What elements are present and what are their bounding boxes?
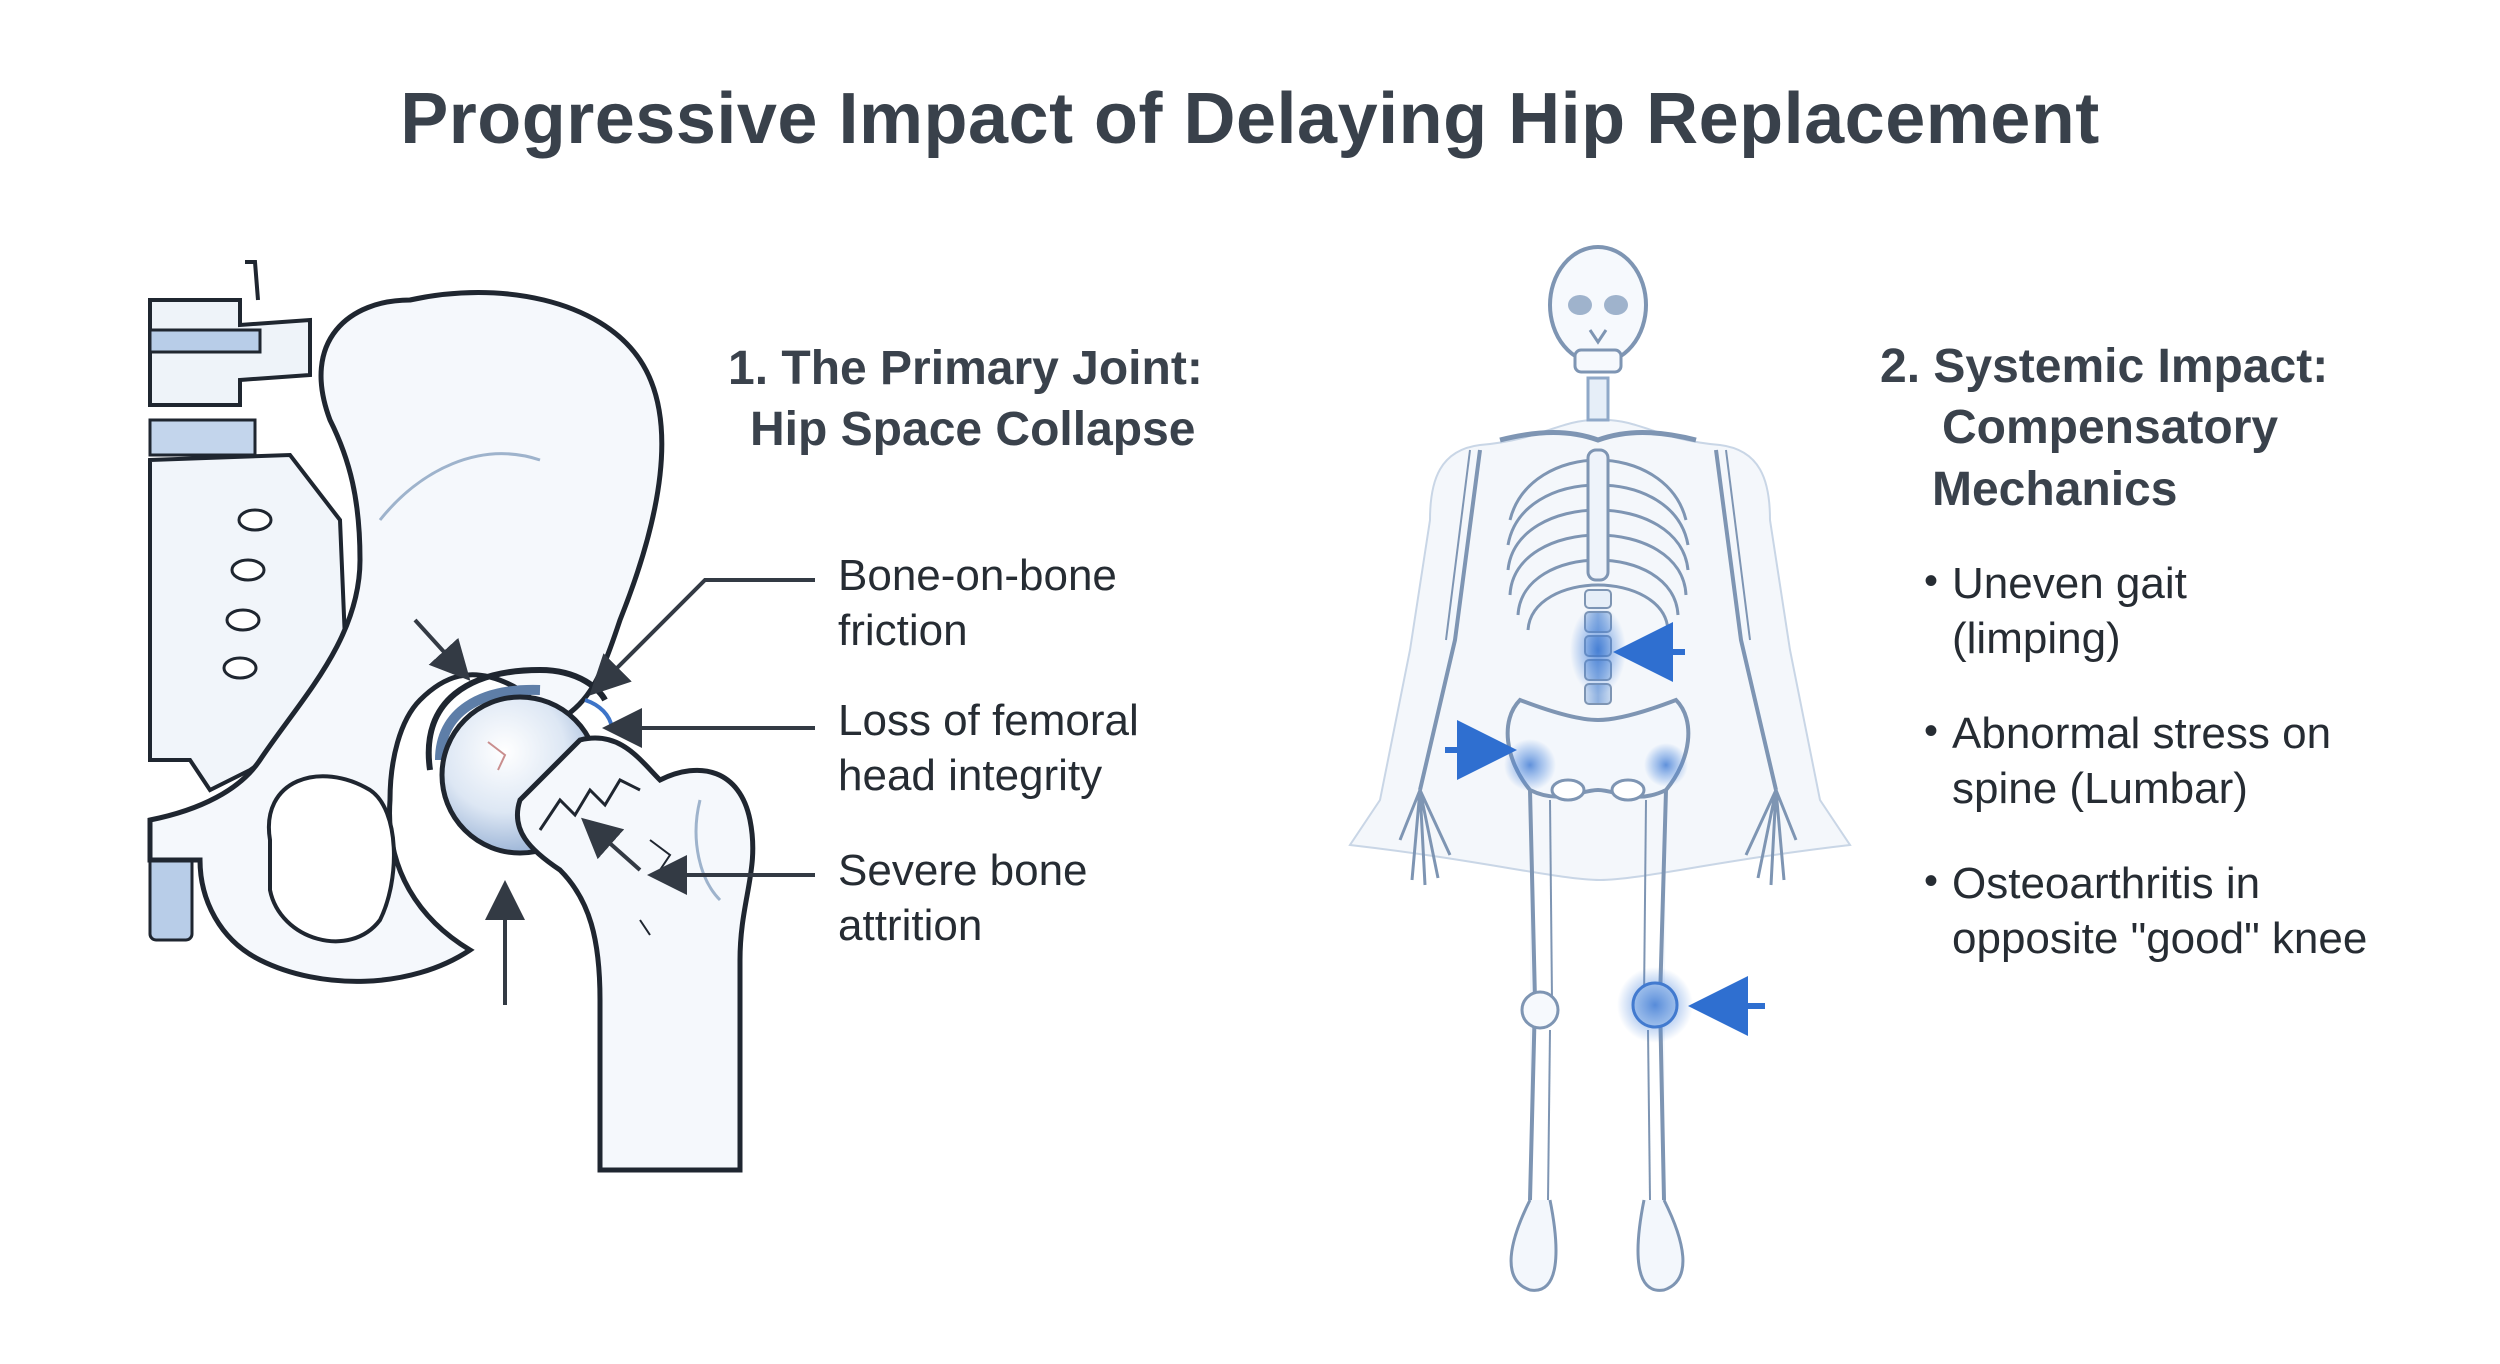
highlight-arrows [1445,622,1765,1036]
panel2-heading-line1: 2. Systemic Impact: [1880,340,2329,393]
panel1-heading-line1: 1. The Primary Joint: [728,342,1203,395]
bullet-dot-icon: • [1924,559,1939,603]
callout-line: attrition [838,901,983,950]
bullet-spine-stress: • Abnormal stress on spine (Lumbar) [1924,706,2332,816]
callout-line: Bone-on-bone [838,551,1117,600]
bullet-line: Abnormal stress on [1952,709,2332,758]
callout-bone-attrition: Severe bone attrition [838,843,1088,953]
callout-femoral-head: Loss of femoral head integrity [838,693,1139,803]
bullet-line: spine (Lumbar) [1952,764,2248,813]
bullet-dot-icon: • [1924,859,1939,903]
panel1-heading: 1. The Primary Joint: Hip Space Collapse [728,338,1203,461]
bullet-line: (limping) [1952,614,2121,663]
callout-line: Loss of femoral [838,696,1139,745]
callout-line: head integrity [838,751,1103,800]
page-title: Progressive Impact of Delaying Hip Repla… [400,79,2100,159]
panel2-heading: 2. Systemic Impact: Compensatory Mechani… [1880,336,2328,520]
panel2-heading-line2: Compensatory [1942,401,2279,455]
bullet-knee-osteoarthritis: • Osteoarthritis in opposite "good" knee [1924,856,2368,966]
skeleton-illustration [1348,245,1852,1292]
vertebra-icon [148,260,312,457]
bullet-line: opposite "good" knee [1952,914,2368,963]
bullet-uneven-gait: • Uneven gait (limping) [1924,556,2187,666]
callout-line: Severe bone [838,846,1088,895]
bullet-line: Osteoarthritis in [1952,859,2261,908]
callout-lines [589,578,815,895]
bullet-dot-icon: • [1924,709,1939,753]
callout-bone-on-bone: Bone-on-bone friction [838,548,1117,658]
callout-line: friction [838,606,968,655]
bullet-line: Uneven gait [1952,559,2187,608]
panel2-heading-line3: Mechanics [1932,462,2178,516]
hip-joint-illustration [147,260,756,1173]
panel1-heading-line2: Hip Space Collapse [750,403,1196,457]
